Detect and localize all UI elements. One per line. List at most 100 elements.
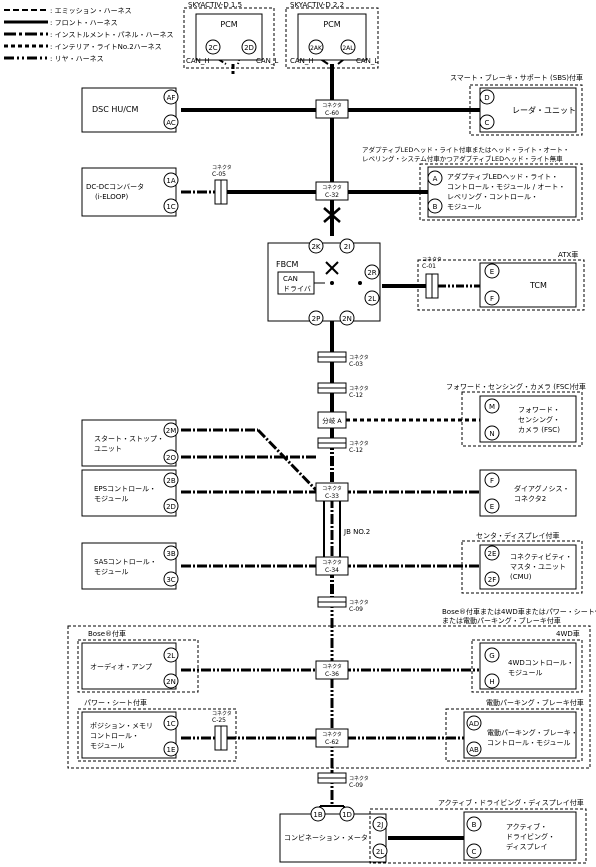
sas-label-1: SASコントロール・ [94, 558, 157, 566]
eps-module: EPSコントロール・ モジュール 2B 2D [81, 469, 179, 517]
4wd-label-1: 4WDコントロール・ [508, 659, 574, 667]
meter-label: コンビネーション・メータ [284, 833, 368, 842]
connector-c12b: コネクタ C-12 [317, 437, 369, 454]
connector-c09b: コネクタ C-09 [317, 772, 369, 789]
connector-label: コネクタ [322, 731, 342, 738]
power-seat-group: パワー・シート付車 ポジション・メモリ コントロール・ モジュール 1C 1E [77, 698, 237, 762]
connector-id: C-12 [349, 447, 363, 454]
pin-label: A [433, 175, 438, 183]
connector-label: コネクタ [322, 485, 342, 492]
mem-label-3: モジュール [90, 742, 125, 750]
group-label-atx: ATX車 [558, 250, 578, 259]
pin-label: AD [469, 720, 479, 728]
add-group: アクティブ・ドライビング・ディスプレイ付車 B C アクティブ・ ドライビング・… [369, 798, 587, 864]
pin-label: AC [166, 119, 176, 127]
pin-label: 2C [208, 44, 217, 52]
pin-label: 2B [166, 477, 175, 485]
branch-label: 分岐 A [322, 416, 342, 425]
pin-label: 2D [244, 44, 254, 52]
pcm-2-2-box [297, 13, 367, 61]
pin-label: 3C [166, 576, 175, 584]
connector-id: C-60 [325, 110, 339, 117]
start-stop-module: スタート・ストップ・ ユニット 2M 2O [81, 419, 179, 467]
pin-label: C [485, 119, 490, 127]
pin-label: 2J [377, 821, 384, 829]
connector-id: C-25 [212, 717, 226, 724]
fsc-label-3: カメラ (FSC) [518, 426, 560, 434]
legend-instrument: : インストルメント・パネル・ハーネス [50, 31, 173, 39]
connector-id: C-05 [212, 171, 226, 178]
pin-label: C [472, 848, 477, 856]
mem-label-1: ポジション・メモリ [90, 722, 153, 730]
connector-c01: コネクタ C-01 [422, 256, 442, 299]
connector-label: コネクタ [349, 599, 369, 606]
add-label-2: ドライビング・ [506, 832, 555, 841]
connector-id: C-33 [325, 493, 339, 500]
connector-id: C-34 [325, 567, 339, 574]
pin-label: 2N [342, 315, 352, 323]
pin-label: 1D [342, 811, 352, 819]
pin-label: 2R [367, 269, 376, 277]
dsc-module: DSC HU/CM AF AC [81, 87, 179, 133]
pin-label: D [484, 94, 489, 102]
group-label-aled: アダプティブLEDヘッド・ライト付車またはヘッド・ライト・オート・ [362, 145, 569, 154]
aled-label-2: コントロール・モジュール / オート・ [447, 183, 565, 191]
pin-label: AF [167, 94, 176, 102]
group-label-pcm-1-5: SKYACTIV-D 1.5 [188, 1, 242, 9]
sas-label-2: モジュール [94, 568, 129, 576]
connector-label: コネクタ [322, 184, 342, 191]
connector-c03: コネクタ C-03 [317, 351, 369, 368]
pin-label: M [489, 403, 495, 411]
group-label-aled-2: レベリング・システム付車かつアダプティブLEDヘッド・ライト無車 [362, 154, 563, 163]
pin-label: 2AK [310, 45, 323, 52]
branch-a: 分岐 A [317, 411, 347, 429]
pin-label: 2F [488, 576, 496, 584]
connector-label: コネクタ [212, 710, 232, 717]
group-label-pseat: パワー・シート付車 [84, 698, 147, 707]
eps-label-2: モジュール [94, 495, 129, 503]
pin-label: 1E [167, 746, 176, 754]
can-l-label: CAN_L [356, 57, 378, 65]
dcdc-label-2: (i-ELOOP) [95, 193, 129, 201]
radar-unit-group: スマート・ブレーキ・サポート (SBS)付車 D C レーダ・ユニット [450, 73, 583, 136]
fsc-label-1: フォワード・ [518, 406, 560, 414]
audio-amp-group: Bose®付車 オーディオ・アンプ 2L 2N [77, 629, 199, 693]
connector-c36: コネクタ C-36 [315, 660, 349, 680]
pin-label: 2P [312, 315, 321, 323]
tcm-group: ATX車 E F TCM [417, 250, 585, 311]
pin-label: 2M [166, 427, 177, 435]
ss-label-1: スタート・ストップ・ [94, 434, 164, 443]
connector-label: コネクタ [349, 775, 369, 782]
dlc2-module: F E ダイアグノシス・ コネクタ2 [479, 469, 577, 517]
pin-label: H [489, 678, 494, 686]
add-label-3: ディスプレイ [506, 842, 548, 851]
cmu-group: センタ・ディスプレイ付車 2E 2F コネクティビティ・ マスタ・ユニット (C… [461, 531, 583, 594]
pin-label: 2L [376, 848, 384, 856]
cut-mark [323, 207, 341, 223]
pin-label: B [472, 821, 477, 829]
aled-label-1: アダプティブLEDヘッド・ライト・ [447, 172, 558, 181]
fbcm-module: FBCM CAN ドライバ 2K 2I 2R 2L 2P 2N [267, 238, 381, 326]
epb-label-2: コントロール・モジュール [487, 739, 571, 747]
pin-label: N [489, 430, 494, 438]
pin-label: B [433, 203, 438, 211]
connector-id: C-09 [349, 606, 363, 613]
connector-c34: コネクタ C-34 [315, 556, 349, 576]
pin-label: E [490, 503, 494, 511]
connector-id: C-01 [422, 263, 436, 270]
rear-group: Bose®付車または4WD車またはパワー・シート付車 または電動パーキング・ブレ… [67, 607, 596, 769]
group-label-pcm-2-2: SKYACTIV-D 2.2 [290, 1, 344, 9]
ss-label-2: ユニット [94, 445, 122, 453]
group-label-sbs: スマート・ブレーキ・サポート (SBS)付車 [450, 73, 583, 82]
pin-label: 2E [488, 550, 497, 558]
group-label-add: アクティブ・ドライビング・ディスプレイ付車 [438, 798, 584, 807]
jb-label: JB NO.2 [343, 528, 370, 536]
pin-label: 2I [344, 243, 351, 251]
pin-label: 1A [166, 177, 175, 185]
epb-label-1: 電動パーキング・ブレーキ・ [487, 728, 578, 737]
group-label-rear-1: Bose®付車または4WD車またはパワー・シート付車 [442, 607, 596, 616]
can-l-label: CAN_L [256, 57, 278, 65]
connector-label: コネクタ [422, 256, 442, 263]
add-label-1: アクティブ・ [506, 822, 547, 831]
aled-label-4: モジュール [447, 203, 482, 211]
